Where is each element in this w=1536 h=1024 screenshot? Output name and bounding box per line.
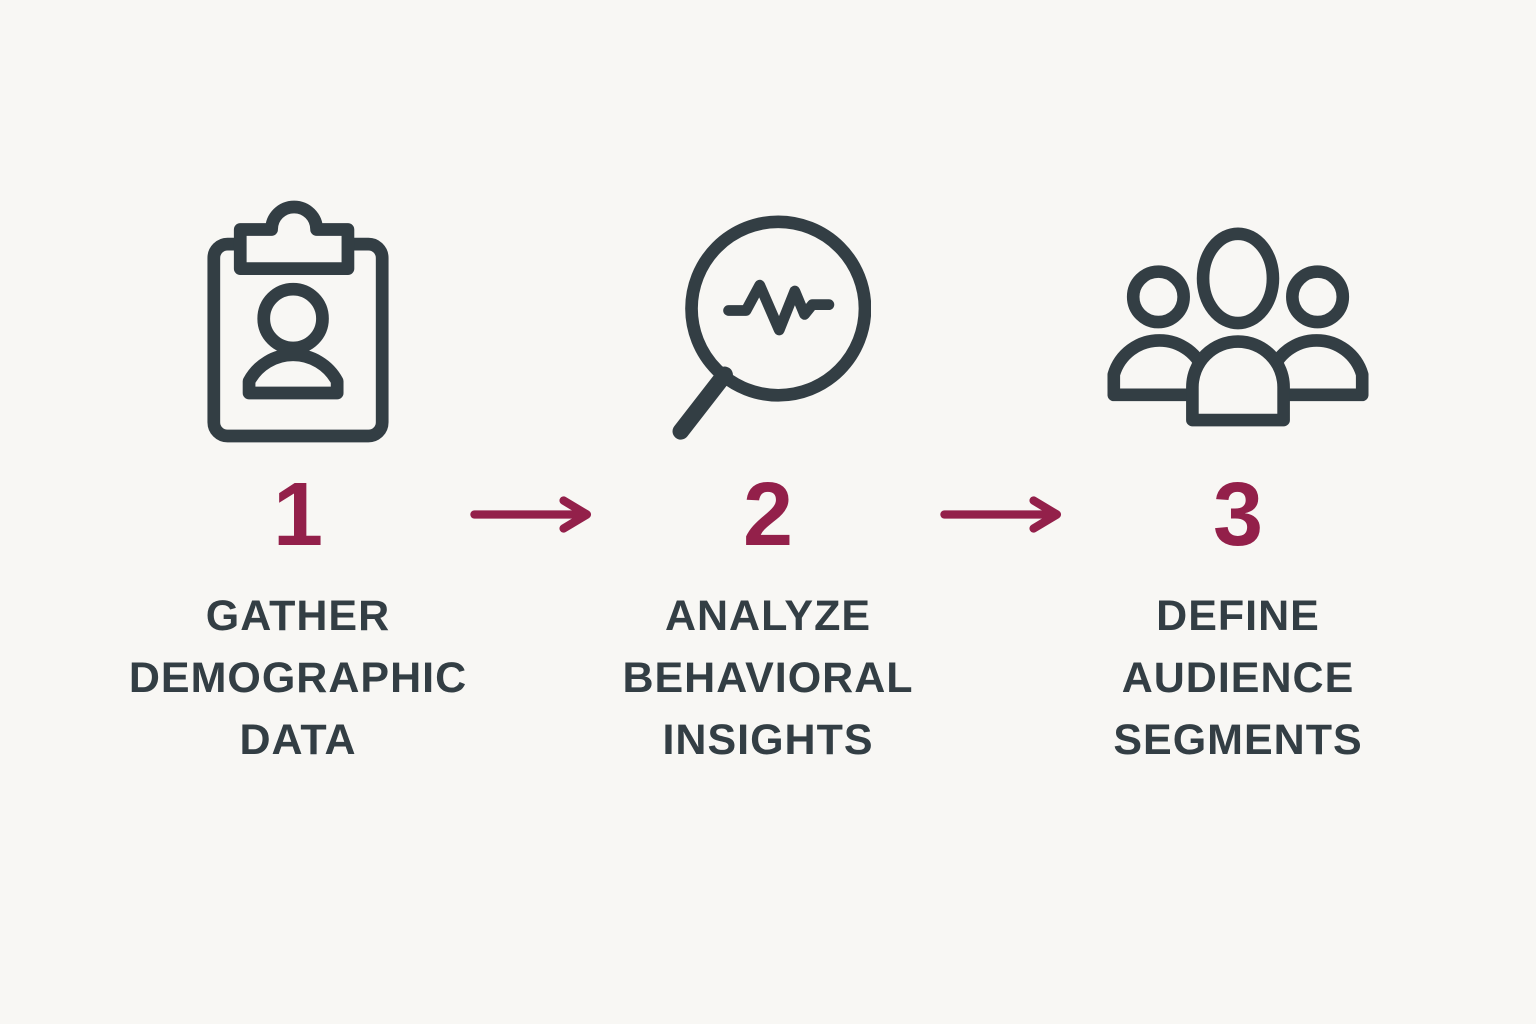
step-1-label: GATHER DEMOGRAPHIC DATA xyxy=(129,585,467,771)
audience-group-icon xyxy=(1107,227,1369,427)
step-1-icon-box xyxy=(205,192,391,444)
step-1-number: 1 xyxy=(272,465,324,565)
magnifier-waveform-icon xyxy=(672,215,871,440)
step-2-number: 2 xyxy=(742,465,794,565)
clipboard-profile-icon xyxy=(207,200,389,443)
step-1: 1 GATHER DEMOGRAPHIC DATA xyxy=(128,192,468,771)
step-3-number: 3 xyxy=(1212,465,1264,565)
step-3-icon-box xyxy=(1107,192,1369,444)
step-2-label-line-3: INSIGHTS xyxy=(662,716,874,764)
step-1-label-line-2: DEMOGRAPHIC xyxy=(128,654,468,702)
step-2-label: ANALYZE BEHAVIORAL INSIGHTS xyxy=(622,585,913,771)
step-2: 2 ANALYZE BEHAVIORAL INSIGHTS xyxy=(598,192,938,771)
arrow-1-box xyxy=(468,494,598,535)
step-1-label-line-3: DATA xyxy=(239,716,357,764)
step-2-label-line-1: ANALYZE xyxy=(664,592,872,640)
step-3-label: DEFINE AUDIENCE SEGMENTS xyxy=(1113,585,1362,771)
step-3-label-line-1: DEFINE xyxy=(1156,592,1320,640)
step-1-label-line-1: GATHER xyxy=(205,592,391,640)
right-arrow-icon xyxy=(470,496,592,533)
step-3-label-line-2: AUDIENCE xyxy=(1121,654,1355,702)
step-2-label-line-2: BEHAVIORAL xyxy=(622,654,914,702)
step-3: 3 DEFINE AUDIENCE SEGMENTS xyxy=(1068,192,1408,771)
step-2-icon-box xyxy=(666,192,871,444)
process-flow-diagram: 1 GATHER DEMOGRAPHIC DATA xyxy=(128,0,1408,1024)
step-3-label-line-3: SEGMENTS xyxy=(1113,716,1363,764)
arrow-2-box xyxy=(938,494,1068,535)
right-arrow-icon xyxy=(940,496,1062,533)
